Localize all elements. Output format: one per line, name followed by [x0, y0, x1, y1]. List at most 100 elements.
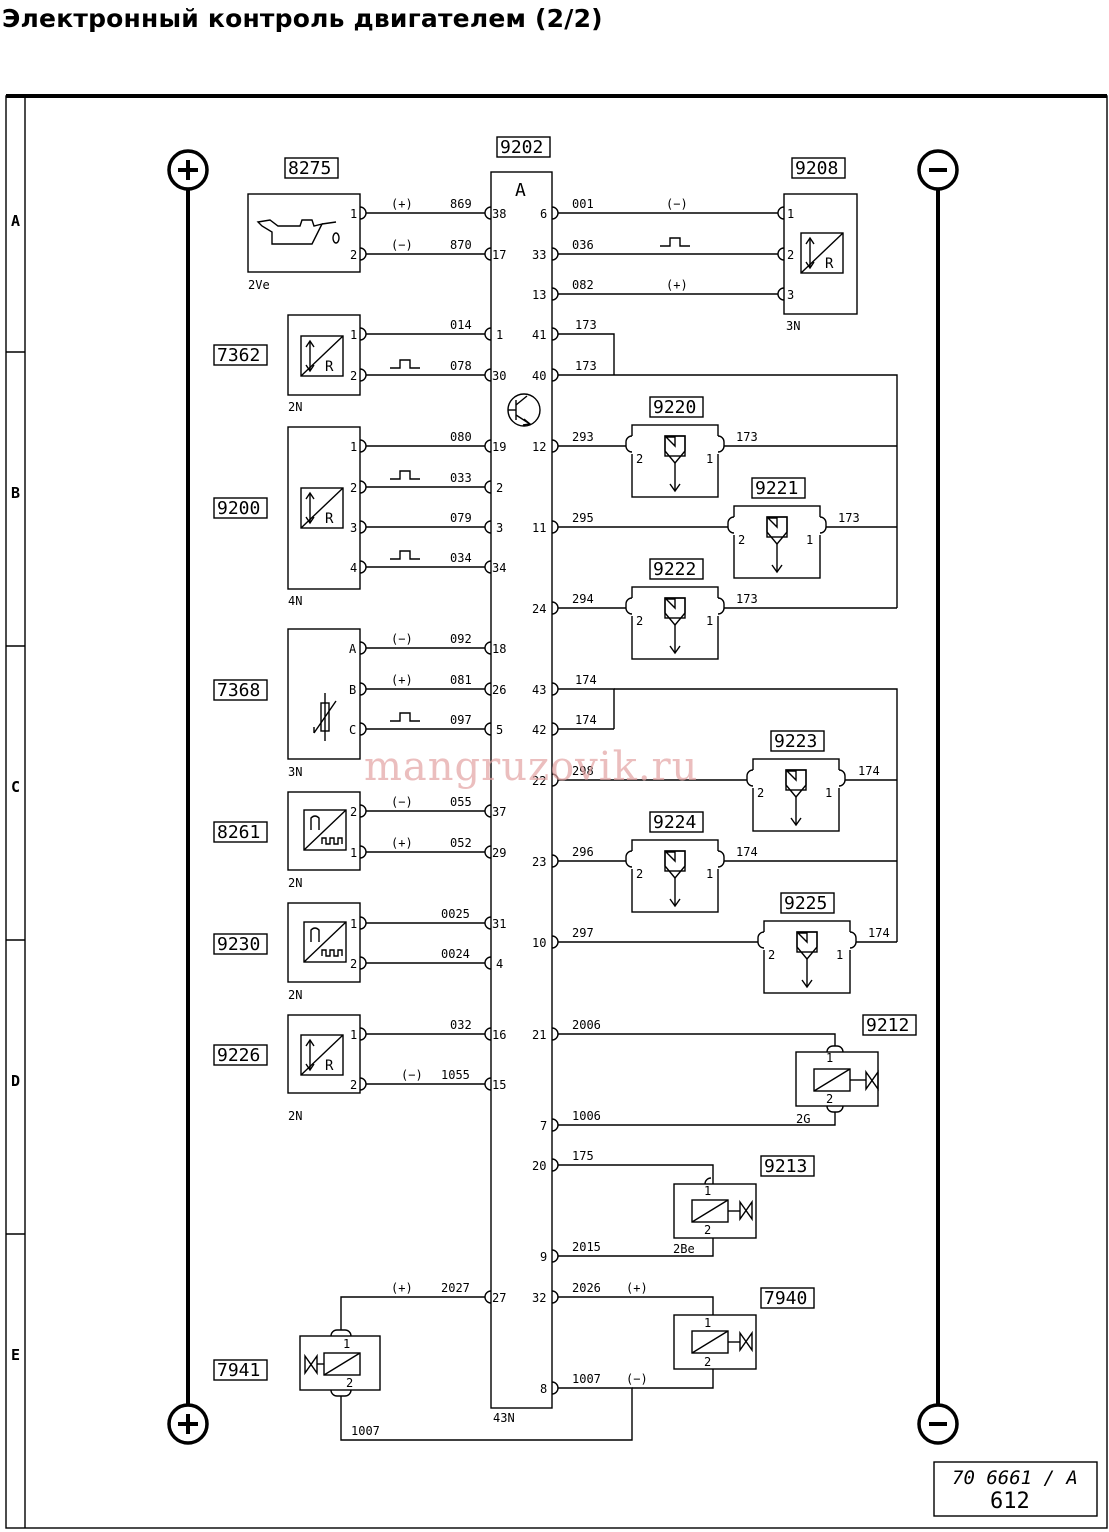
svg-text:1: 1: [350, 440, 357, 454]
svg-text:A: A: [349, 642, 357, 656]
svg-text:38: 38: [492, 207, 506, 221]
svg-text:12: 12: [532, 440, 546, 454]
svg-text:9225: 9225: [784, 893, 827, 914]
svg-text:9208: 9208: [795, 158, 838, 179]
row-label-d: D: [11, 1072, 20, 1090]
svg-text:3N: 3N: [786, 319, 800, 333]
ecu-ref-box: [496, 136, 551, 158]
svg-text:1: 1: [787, 207, 794, 221]
oil-can-icon: [256, 219, 340, 245]
thermistor-icon: [313, 693, 337, 741]
svg-text:5: 5: [496, 723, 503, 737]
svg-text:R: R: [325, 1058, 334, 1074]
svg-text:174: 174: [868, 926, 890, 940]
svg-text:1007: 1007: [351, 1424, 380, 1438]
svg-text:2N: 2N: [288, 876, 302, 890]
component-9221: 9221 2 1: [727, 477, 827, 579]
svg-text:10: 10: [532, 936, 546, 950]
svg-text:8: 8: [540, 1382, 547, 1396]
svg-text:18: 18: [492, 642, 506, 656]
svg-text:0025: 0025: [441, 907, 470, 921]
svg-text:2: 2: [350, 481, 357, 495]
svg-text:869: 869: [450, 197, 472, 211]
svg-text:1: 1: [836, 948, 843, 962]
svg-text:B: B: [349, 683, 356, 697]
svg-text:2: 2: [350, 805, 357, 819]
svg-text:1: 1: [826, 1051, 833, 1065]
svg-text:7: 7: [540, 1119, 547, 1133]
svg-text:2015: 2015: [572, 1240, 601, 1254]
svg-text:3: 3: [496, 521, 503, 535]
svg-text:2: 2: [496, 481, 503, 495]
svg-text:173: 173: [575, 359, 597, 373]
svg-text:9200: 9200: [217, 498, 260, 519]
component-7940: 7940 1 2: [673, 1287, 815, 1370]
transistor-icon: [507, 393, 541, 427]
svg-text:036: 036: [572, 238, 594, 252]
svg-text:(+): (+): [391, 673, 413, 687]
svg-text:173: 173: [838, 511, 860, 525]
svg-text:2: 2: [826, 1092, 833, 1106]
svg-text:(−): (−): [626, 1372, 648, 1386]
svg-text:174: 174: [575, 673, 597, 687]
svg-text:2: 2: [757, 786, 764, 800]
footer-box: 70 6661 / A 612: [933, 1461, 1098, 1517]
svg-text:870: 870: [450, 238, 472, 252]
svg-text:7940: 7940: [764, 1288, 807, 1309]
svg-text:9223: 9223: [774, 731, 817, 752]
footer-page: 612: [990, 1489, 1030, 1514]
svg-text:(+): (+): [626, 1281, 648, 1295]
row-label-e: E: [11, 1346, 20, 1364]
svg-text:1: 1: [825, 786, 832, 800]
svg-text:16: 16: [492, 1028, 506, 1042]
svg-text:R: R: [325, 511, 334, 527]
svg-text:0024: 0024: [441, 947, 470, 961]
component-8261: 8261 2N 2 1: [213, 791, 367, 890]
svg-text:295: 295: [572, 511, 594, 525]
svg-text:41: 41: [532, 328, 546, 342]
svg-text:174: 174: [575, 713, 597, 727]
svg-text:097: 097: [450, 713, 472, 727]
svg-text:2: 2: [636, 452, 643, 466]
component-9223: 9223 2 1: [746, 730, 846, 832]
svg-text:9226: 9226: [217, 1045, 260, 1066]
svg-text:1: 1: [706, 614, 713, 628]
svg-text:22: 22: [532, 774, 546, 788]
svg-text:2: 2: [704, 1355, 711, 1369]
ecu-right-pins: [551, 206, 559, 1395]
svg-text:297: 297: [572, 926, 594, 940]
svg-text:(+): (+): [391, 1281, 413, 1295]
svg-text:2: 2: [787, 248, 794, 262]
svg-text:9224: 9224: [653, 812, 696, 833]
svg-text:014: 014: [450, 318, 472, 332]
component-9230: 9230 2N 1 2: [213, 902, 367, 1002]
svg-text:40: 40: [532, 369, 546, 383]
ecu-body: [490, 171, 553, 1409]
svg-text:29: 29: [492, 846, 506, 860]
svg-text:24: 24: [532, 602, 546, 616]
svg-text:2: 2: [346, 1376, 353, 1390]
ecu-connector: 43N: [493, 1411, 515, 1425]
svg-text:2Ve: 2Ve: [248, 278, 270, 292]
svg-text:21: 21: [532, 1028, 546, 1042]
svg-text:1: 1: [704, 1316, 711, 1330]
svg-text:1: 1: [350, 207, 357, 221]
svg-text:43: 43: [532, 683, 546, 697]
svg-text:033: 033: [450, 471, 472, 485]
svg-text:1: 1: [704, 1184, 711, 1198]
svg-text:7362: 7362: [217, 345, 260, 366]
svg-text:8261: 8261: [217, 822, 260, 843]
svg-text:3N: 3N: [288, 765, 302, 779]
svg-text:7941: 7941: [217, 1360, 260, 1381]
plus-icon-top: [167, 149, 209, 191]
component-9213: 9213 1 2 2Be: [673, 1155, 815, 1256]
svg-text:032: 032: [450, 1018, 472, 1032]
outer-frame: [5, 95, 1108, 1529]
svg-text:19: 19: [492, 440, 506, 454]
svg-text:2: 2: [768, 948, 775, 962]
svg-text:31: 31: [492, 917, 506, 931]
plus-icon-bottom: [167, 1403, 209, 1445]
svg-text:052: 052: [450, 836, 472, 850]
svg-text:C: C: [349, 723, 356, 737]
svg-text:34: 34: [492, 561, 506, 575]
